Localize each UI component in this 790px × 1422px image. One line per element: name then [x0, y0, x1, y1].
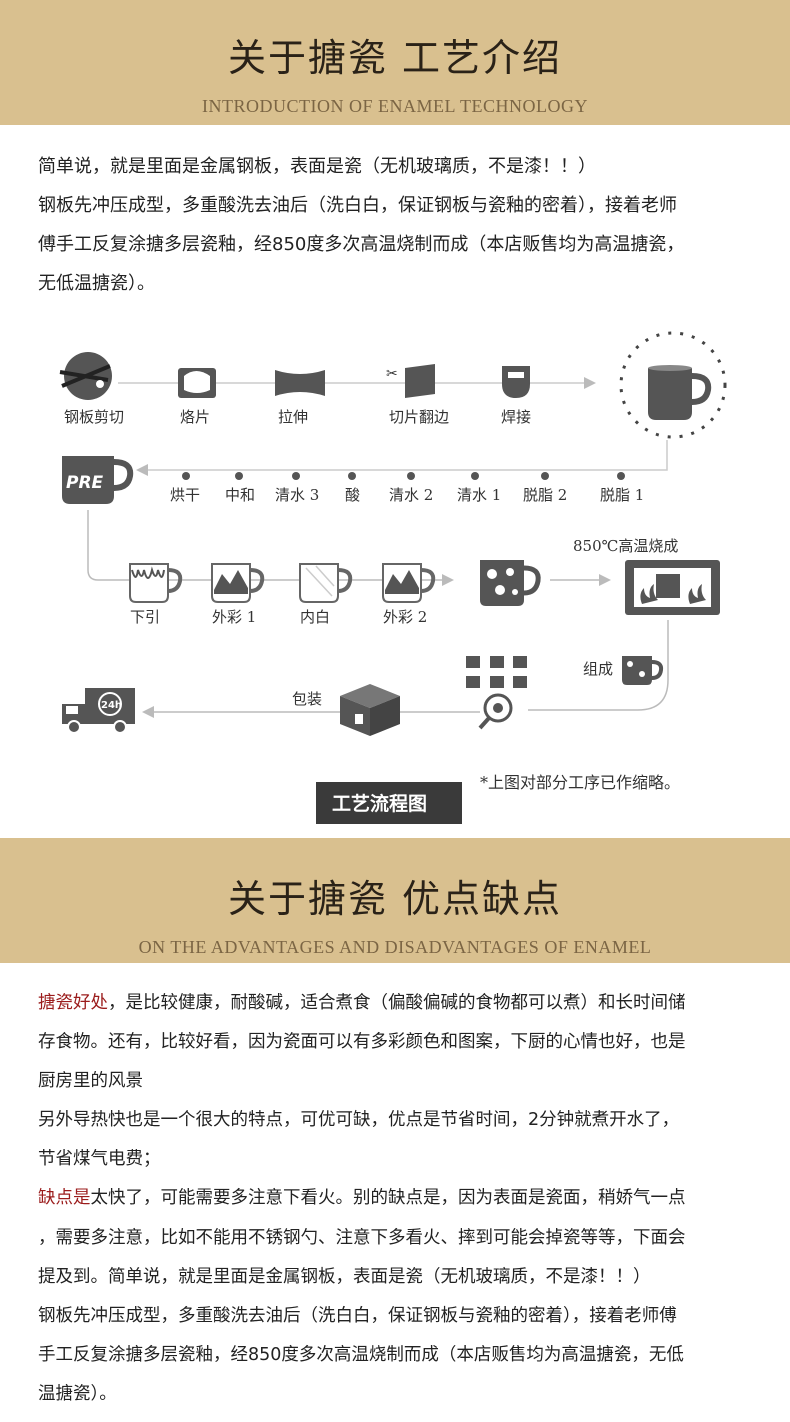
text-line: 温搪瓷）。: [38, 1383, 117, 1404]
truck-badge: 24h: [101, 700, 122, 711]
mug-formed-icon: [619, 331, 727, 439]
section-title-en: ON THE ADVANTAGES AND DISADVANTAGES OF E…: [138, 937, 652, 957]
delivery-truck-icon: 24h: [62, 688, 135, 734]
step-label: 脱脂 1: [600, 486, 644, 504]
welding-icon: [502, 366, 530, 398]
text-line: 搪瓷好处，是比较健康，耐酸碱，适合煮食（偏酸偏碱的食物都可以煮）和长时间储: [38, 984, 768, 1023]
painted-mug-icon: [211, 563, 265, 603]
steel-cutting-icon: [59, 352, 112, 400]
drip-mug-icon: [129, 563, 183, 603]
process-flow-diagram: ✂ 钢板剪切 烙片 拉伸 切片翻边 焊接 PRE 烘干 中和 清水 3 酸 清水…: [59, 331, 727, 824]
step-label: 清水 2: [389, 486, 433, 504]
disadvantages-label: 缺点是: [38, 1188, 91, 1209]
flower-mug-icon: [480, 560, 541, 606]
flow-connector: [87, 510, 454, 586]
section-title-zh: 关于搪瓷 优点缺点: [227, 877, 563, 921]
flow-title-box: [316, 782, 462, 824]
text-line: 缺点是太快了，可能需要多注意下看火。别的缺点是，因为表面是瓷面，稍娇气一点: [38, 1179, 768, 1218]
magnifier-icon: [478, 693, 513, 730]
text-segment: ，是比较健康，耐酸碱，适合煮食（偏酸偏碱的食物都可以煮）和长时间储: [108, 993, 686, 1013]
intro-paragraph: 简单说，就是里面是金属钢板，表面是瓷（无机玻璃质，不是漆！！） 钢板先冲压成型，…: [38, 147, 768, 303]
text-line: 另外导热快也是一个很大的特点，可优可缺，优点是节省时间，2分钟就煮开水了，: [38, 1110, 680, 1131]
white-mug-icon: [299, 563, 353, 603]
intro-line: 傅手工反复涂搪多层瓷釉，经850度多次高温烧制而成（本店贩售均为高温搪瓷，: [38, 234, 685, 255]
step-label: 焊接: [501, 408, 531, 426]
pack-label: 包装: [292, 690, 322, 708]
pros-cons-paragraph: 搪瓷好处，是比较健康，耐酸碱，适合煮食（偏酸偏碱的食物都可以煮）和长时间储 存食…: [38, 984, 768, 1414]
plate-icon: [178, 368, 216, 398]
package-box-icon: [340, 684, 400, 736]
step-label: 中和: [225, 486, 255, 504]
furnace-icon: [625, 560, 720, 615]
step-label: 钢板剪切: [64, 408, 124, 426]
advantages-label: 搪瓷好处: [38, 993, 108, 1013]
step-label: 下引: [130, 608, 160, 626]
text-line: 手工反复涂搪多层瓷釉，经850度多次高温烧制而成（本店贩售均为高温搪瓷，无低: [38, 1344, 684, 1365]
step-label: 清水 1: [457, 486, 501, 504]
step-label: 拉伸: [278, 408, 308, 426]
text-line: 提及到。简单说，就是里面是金属钢板，表面是瓷（无机玻璃质，不是漆！！）: [38, 1266, 651, 1287]
flow-dots: [182, 472, 625, 480]
svg-text:✂: ✂: [386, 366, 398, 382]
step-label: 烘干: [170, 486, 200, 504]
flow-connector: [528, 620, 669, 711]
intro-line: 简单说，就是里面是金属钢板，表面是瓷（无机玻璃质，不是漆！！）: [38, 156, 596, 177]
step-label: 酸: [345, 486, 360, 504]
flow-title: 工艺流程图: [332, 792, 427, 815]
assembled-mug-icon: [622, 656, 664, 685]
text-line: ，需要多注意，比如不能用不锈钢勺、注意下多看火、摔到可能会掉瓷等等，下面会: [38, 1227, 686, 1248]
intro-line: 无低温搪瓷）。: [38, 273, 155, 294]
text-line: 钢板先冲压成型，多重酸洗去油后（洗白白，保证钢板与瓷釉的密着），接着老师傅: [38, 1305, 677, 1326]
slice-flange-icon: ✂: [386, 364, 435, 398]
pre-badge: PRE: [66, 473, 104, 493]
text-line: 存食物。还有，比较好看，因为瓷面可以有多彩颜色和图案，下厨的心情也好，也是: [38, 1032, 686, 1053]
firing-label: 850℃高温烧成: [573, 537, 678, 555]
step-label: 烙片: [180, 408, 210, 426]
step-label: 内白: [300, 608, 330, 626]
step-label: 脱脂 2: [523, 486, 567, 504]
text-segment: 太快了，可能需要多注意下看火。别的缺点是，因为表面是瓷面，稍娇气一点: [90, 1188, 686, 1209]
step-label: 外彩 2: [383, 608, 427, 626]
section-title-zh: 关于搪瓷 工艺介绍: [227, 36, 563, 80]
step-label: 切片翻边: [389, 408, 449, 426]
inspection-mugs-icon: [466, 656, 527, 688]
step-label: 清水 3: [275, 486, 319, 504]
stretch-icon: [275, 370, 325, 396]
section-header-craft: 关于搪瓷 工艺介绍 INTRODUCTION OF ENAMEL TECHNOL…: [0, 0, 790, 125]
flow-note: *上图对部分工序已作缩略。: [480, 773, 680, 792]
section-header-pros-cons: 关于搪瓷 优点缺点 ON THE ADVANTAGES AND DISADVAN…: [0, 838, 790, 963]
text-line: 节省煤气电费；: [38, 1149, 161, 1170]
assemble-label: 组成: [583, 660, 613, 678]
pre-mug-icon: PRE: [62, 456, 134, 504]
section-title-en: INTRODUCTION OF ENAMEL TECHNOLOGY: [202, 96, 588, 116]
painted-mug-icon: [382, 563, 436, 603]
flow-connector: [136, 440, 668, 476]
intro-line: 钢板先冲压成型，多重酸洗去油后（洗白白，保证钢板与瓷釉的密着），接着老师: [38, 195, 677, 216]
step-label: 外彩 1: [212, 608, 256, 626]
text-line: 厨房里的风景: [38, 1071, 143, 1092]
